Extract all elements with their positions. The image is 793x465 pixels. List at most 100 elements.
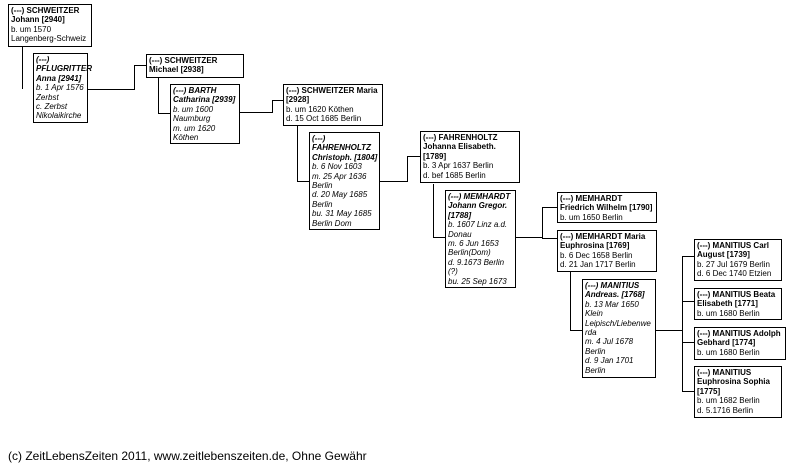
- person-box: (---) MANITIUS Adolph Gebhard [1774] b. …: [694, 327, 786, 360]
- person-detail: b. 6 Dec 1658 Berlin: [560, 250, 633, 260]
- person-detail: d. 9.1673 Berlin: [448, 257, 505, 267]
- copyright-footer: (c) ZeitLebensZeiten 2011, www.zeitleben…: [8, 449, 367, 463]
- person-detail: d. 6 Dec 1740 Etzien: [697, 269, 772, 279]
- person-name: (---) MANITIUS Carl: [697, 241, 769, 250]
- connector: [407, 156, 408, 182]
- connector: [22, 46, 23, 89]
- person-name: (---) FAHRENHOLTZ: [423, 133, 498, 142]
- connector: [542, 207, 557, 208]
- connector: [158, 78, 159, 113]
- person-box: (---) SCHWEITZER Michael [2938]: [146, 54, 244, 78]
- connector: [380, 181, 407, 182]
- person-name: [1789]: [423, 151, 447, 161]
- person-name: (---): [312, 134, 326, 143]
- person-detail: b. 13 Mar 1650: [585, 299, 639, 309]
- person-name: Anna [2941]: [36, 73, 82, 83]
- connector: [542, 207, 543, 238]
- person-detail: Nikolaikirche: [36, 111, 82, 121]
- connector: [158, 113, 170, 114]
- person-detail: Berlin: [585, 365, 606, 375]
- person-detail: d. 15 Oct 1685 Berlin: [286, 114, 362, 124]
- connector: [682, 342, 694, 343]
- person-detail: bu. 31 May 1685: [312, 209, 372, 219]
- person-detail: m. um 1620: [173, 123, 216, 133]
- person-detail: Leipisch/Liebenwe: [585, 318, 651, 328]
- person-box: (---) MEMHARDT Johann Gregor. [1788] b. …: [445, 190, 516, 288]
- connector: [272, 100, 273, 113]
- connector: [682, 301, 694, 302]
- person-name: (---) MEMHARDT Maria: [560, 232, 646, 241]
- person-detail: b. 6 Nov 1603: [312, 162, 362, 172]
- person-detail: b. um 1682 Berlin: [697, 396, 760, 406]
- person-detail: b. um 1620 Köthen: [286, 104, 354, 114]
- connector: [134, 65, 146, 66]
- connector: [297, 126, 298, 181]
- person-name: Johann [2940]: [11, 15, 65, 25]
- person-detail: c. Zerbst: [36, 102, 68, 112]
- person-name: Johanna Elisabeth.: [423, 142, 496, 152]
- person-detail: Naumburg: [173, 114, 211, 124]
- person-name: (---): [36, 55, 50, 64]
- person-name: PFLUGRITTER: [36, 64, 92, 74]
- connector: [272, 100, 283, 101]
- person-detail: Köthen: [173, 133, 199, 143]
- person-detail: d. bef 1685 Berlin: [423, 170, 486, 180]
- person-detail: b. 1 Apr 1576: [36, 83, 84, 93]
- person-detail: Berlin: [585, 346, 606, 356]
- person-name: (---) MANITIUS Adolph: [697, 329, 781, 338]
- person-detail: m. 6 Jun 1653: [448, 239, 499, 249]
- connector: [570, 330, 582, 331]
- person-name: Johann Gregor.: [448, 201, 508, 211]
- connector: [656, 330, 682, 331]
- connector: [516, 237, 542, 238]
- person-name: [1788]: [448, 210, 472, 220]
- person-name: (---) BARTH: [173, 86, 217, 95]
- person-name: August [1739]: [697, 250, 750, 260]
- person-box: (---) SCHWEITZER Maria [2928] b. um 1620…: [283, 84, 383, 126]
- connector: [297, 181, 309, 182]
- person-name: (---) MANITIUS: [585, 281, 640, 290]
- person-name: Michael [2938]: [149, 65, 204, 75]
- person-detail: b. 27 Jul 1679 Berlin: [697, 259, 770, 269]
- person-detail: b. 1607 Linz a.d.: [448, 220, 508, 230]
- person-detail: Zerbst: [36, 92, 59, 102]
- person-name: FAHRENHOLTZ: [312, 143, 371, 153]
- person-name: Elisabeth [1771]: [697, 299, 758, 309]
- person-detail: b. um 1680 Berlin: [697, 347, 760, 357]
- person-detail: d. 5.1716 Berlin: [697, 405, 754, 415]
- connector: [682, 256, 683, 391]
- person-box: (---) MEMHARDT Maria Euphrosina [1769] b…: [557, 230, 657, 272]
- person-box: (---) SCHWEITZER Johann [2940] b. um 157…: [8, 4, 92, 47]
- person-name: (---) SCHWEITZER: [149, 56, 218, 65]
- person-detail: rda: [585, 328, 597, 338]
- person-name: (---) MANITIUS Beata: [697, 290, 776, 299]
- person-box: (---) BARTH Catharina [2939] b. um 1600 …: [170, 84, 240, 144]
- person-detail: b. um 1680 Berlin: [697, 308, 760, 318]
- person-name: (---) MEMHARDT: [448, 192, 511, 201]
- connector: [682, 256, 694, 257]
- person-detail: m. 4 Jul 1678: [585, 337, 634, 347]
- person-box: (---) MANITIUS Beata Elisabeth [1771] b.…: [694, 288, 782, 320]
- person-detail: m. 25 Apr 1636: [312, 171, 367, 181]
- person-detail: d. 9 Jan 1701: [585, 356, 634, 366]
- person-detail: b. um 1570: [11, 24, 52, 34]
- person-detail: b. 3 Apr 1637 Berlin: [423, 161, 494, 171]
- person-name: Euphrosina [1769]: [560, 241, 630, 251]
- person-name: Friedrich Wilhelm [1790]: [560, 203, 653, 213]
- person-box: (---) MEMHARDT Friedrich Wilhelm [1790] …: [557, 192, 657, 223]
- person-name: Andreas. [1768]: [585, 290, 645, 300]
- person-box: (---) MANITIUS Euphrosina Sophia [1775] …: [694, 366, 782, 418]
- person-name: (---) MEMHARDT: [560, 194, 623, 203]
- person-detail: b. um 1650 Berlin: [560, 212, 623, 222]
- person-box: (---) MANITIUS Carl August [1739] b. 27 …: [694, 239, 782, 281]
- person-name: Catharina [2939]: [173, 95, 236, 105]
- person-detail: Donau: [448, 229, 472, 239]
- person-name: Christoph. [1804]: [312, 152, 378, 162]
- person-detail: d. 20 May 1685: [312, 190, 368, 200]
- connector: [433, 237, 445, 238]
- connector: [240, 112, 272, 113]
- person-name: (---) MANITIUS: [697, 368, 752, 377]
- person-detail: d. 21 Jan 1717 Berlin: [560, 260, 636, 270]
- connector: [407, 156, 420, 157]
- connector: [134, 65, 135, 90]
